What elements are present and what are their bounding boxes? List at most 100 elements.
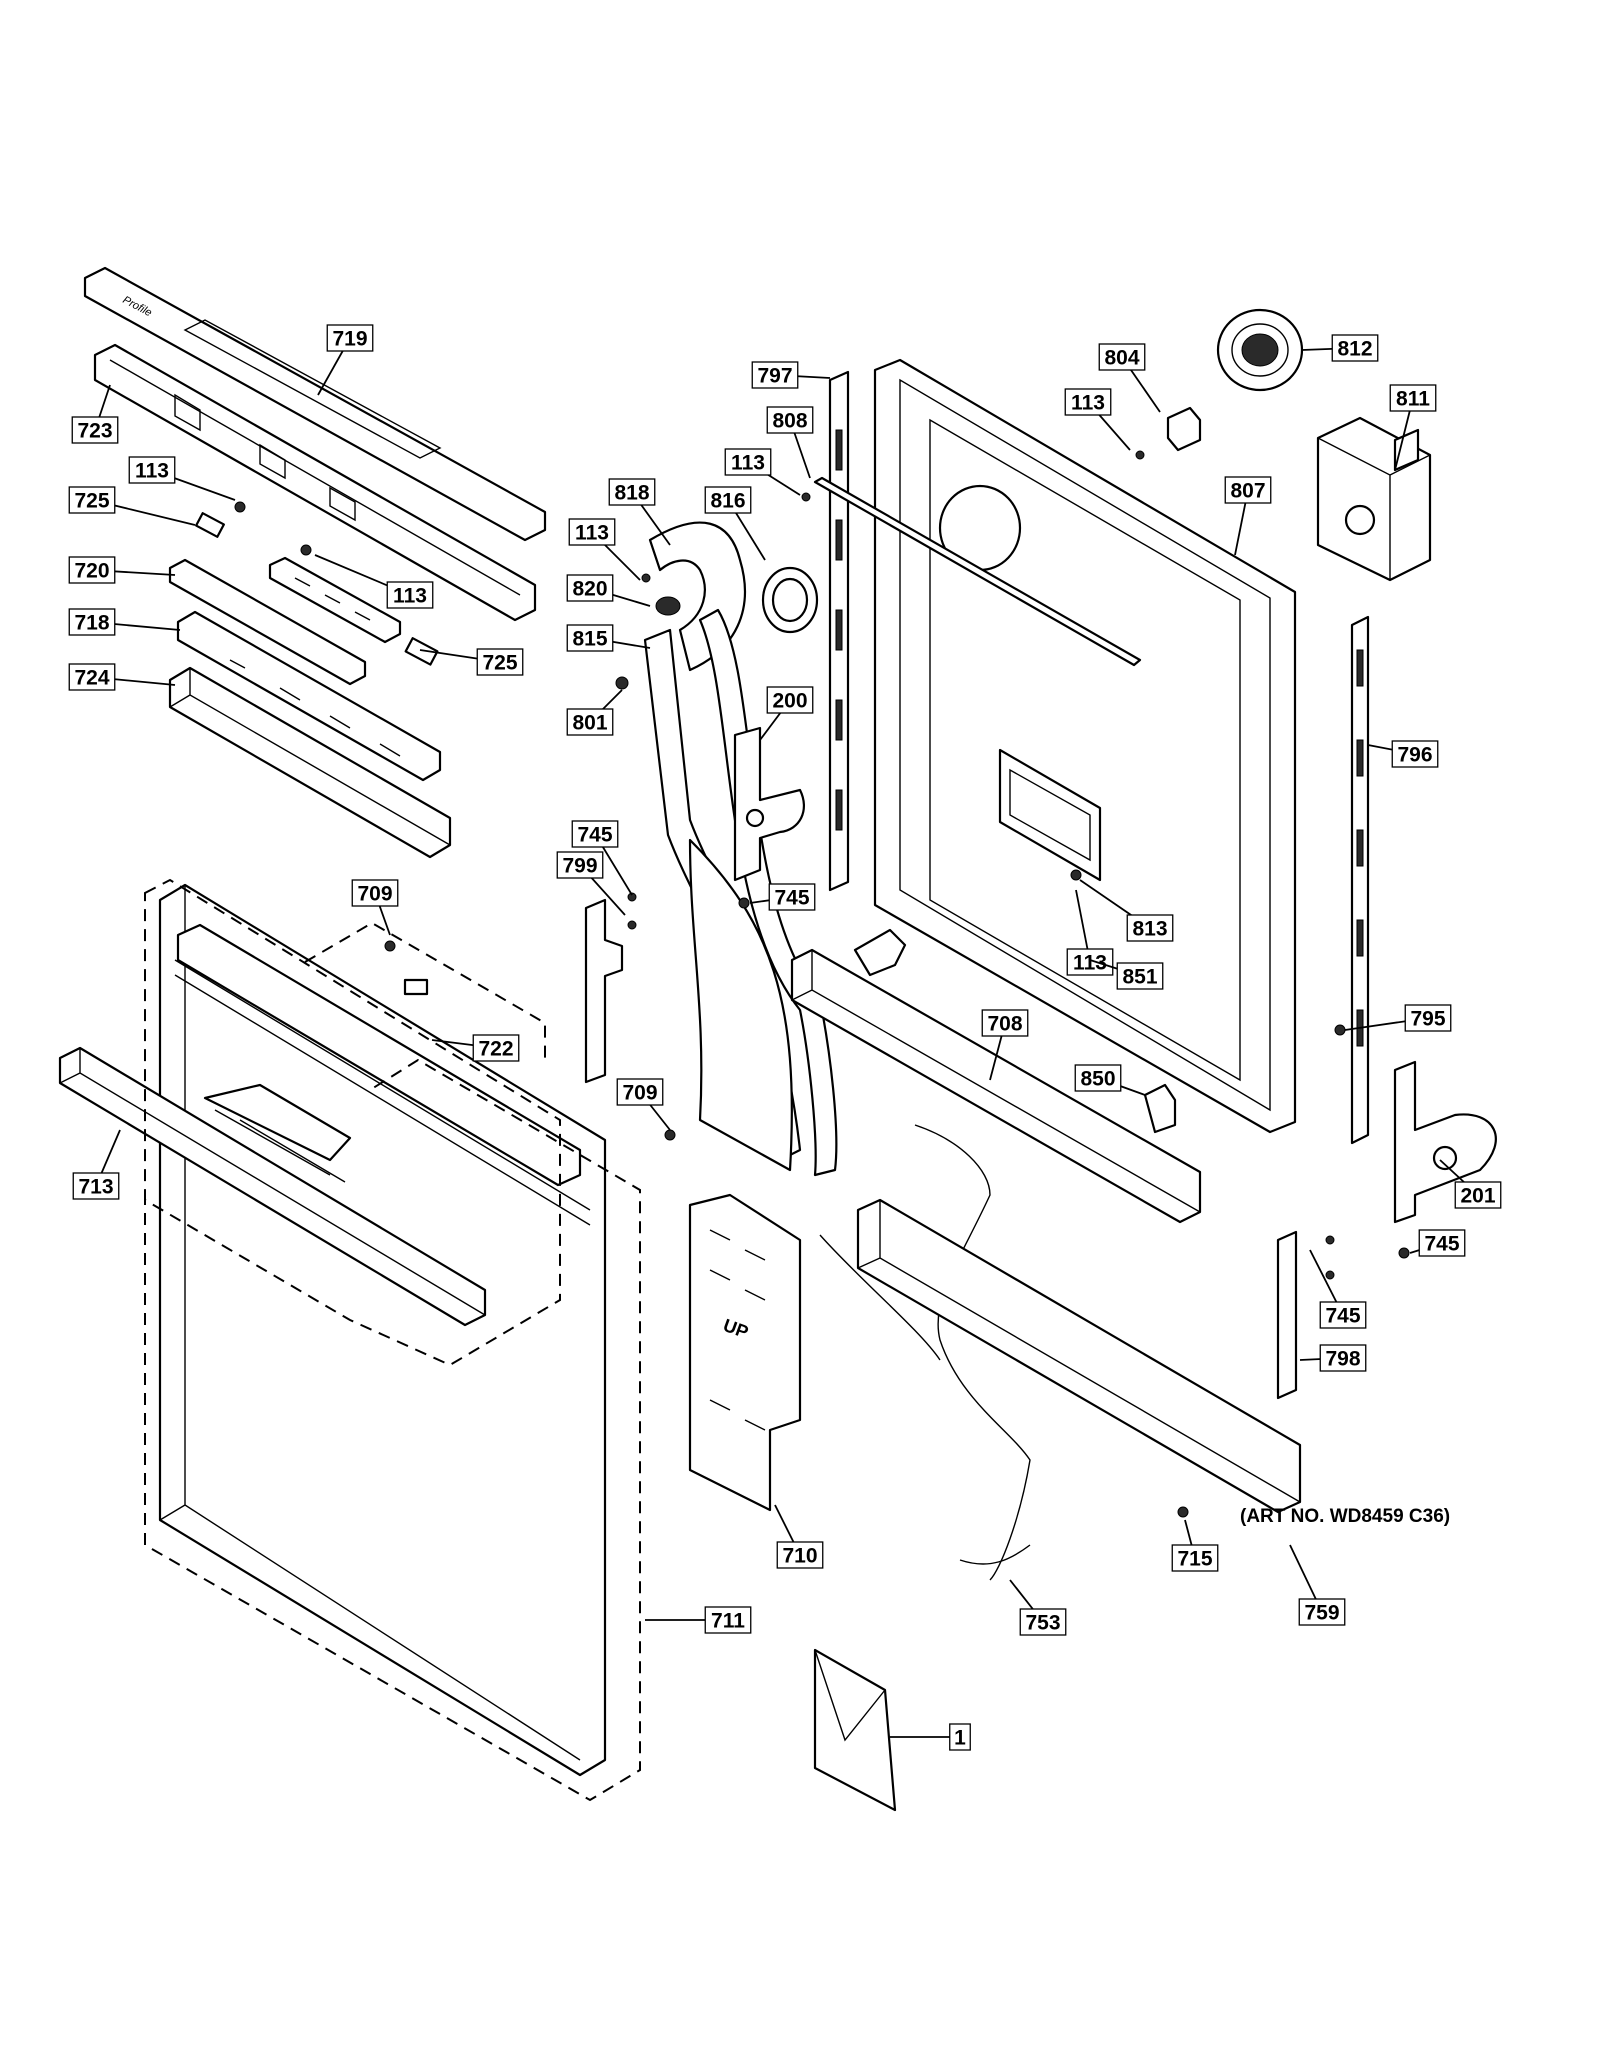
callout-number: 813 <box>1132 918 1167 941</box>
callout-number: 807 <box>1230 480 1265 503</box>
callout-box <box>751 361 799 389</box>
callout-number: 745 <box>1424 1233 1459 1256</box>
callout-box <box>1126 914 1174 942</box>
callout-number: 709 <box>622 1082 657 1105</box>
right-hinge <box>1393 1060 1497 1224</box>
part-callout-113: 113 <box>386 581 434 609</box>
callout-box <box>1391 740 1439 768</box>
callout-box <box>568 518 616 546</box>
door-latch <box>1135 406 1202 460</box>
callout-box <box>1389 384 1437 412</box>
callout-box <box>1319 1301 1367 1329</box>
callout-number: 812 <box>1337 338 1372 361</box>
callout-number: 113 <box>135 460 169 483</box>
callout-number: 796 <box>1397 744 1432 767</box>
callout-box <box>476 648 524 676</box>
callout-box <box>566 574 614 602</box>
part-callout-745: 745 <box>571 820 619 848</box>
callout-box <box>1116 962 1164 990</box>
rail-bracket-right <box>1143 1083 1177 1134</box>
callout-box <box>68 663 116 691</box>
callout-box <box>704 1606 752 1634</box>
part-callout-722: 722 <box>472 1034 520 1062</box>
callout-box <box>71 416 119 444</box>
part-callout-711: 711 <box>704 1606 752 1634</box>
part-callout-720: 720 <box>68 556 116 584</box>
part-callout-795: 795 <box>1404 1004 1452 1032</box>
callout-number: 711 <box>711 1610 745 1633</box>
part-callout-725: 725 <box>476 648 524 676</box>
callout-number: 808 <box>772 410 807 433</box>
part-callout-113: 113 <box>568 518 616 546</box>
callout-box <box>981 1009 1029 1037</box>
callout-number: 801 <box>572 712 607 735</box>
door-seal-strip-right <box>1350 615 1370 1145</box>
part-callout-718: 718 <box>68 608 116 636</box>
left-door-bracket <box>584 892 637 1084</box>
callout-number: 851 <box>1122 966 1157 989</box>
callout-number: 759 <box>1304 1602 1339 1625</box>
door-assembly-outline-lower <box>144 1058 641 1802</box>
door-screw-b <box>664 1129 676 1141</box>
keypad-buttons <box>195 512 439 666</box>
callout-number: 816 <box>710 490 745 513</box>
callout-box <box>386 581 434 609</box>
callout-box <box>326 324 374 352</box>
part-callout-808: 808 <box>766 406 814 434</box>
callout-number: 724 <box>74 667 109 690</box>
callout-number: 795 <box>1410 1008 1445 1031</box>
part-callout-797: 797 <box>751 361 799 389</box>
part-callout-818: 818 <box>608 478 656 506</box>
door-seal-strip-left <box>828 370 850 892</box>
door-wiring-rod <box>813 476 1142 667</box>
insulation-pouch: UP <box>688 1193 802 1512</box>
callout-box <box>766 686 814 714</box>
control-panel-frame <box>93 343 537 622</box>
callout-number: 745 <box>774 887 809 910</box>
panel-screws <box>234 501 312 556</box>
part-callout-113: 113 <box>1066 948 1114 976</box>
callout-box <box>68 486 116 514</box>
vent-duct-assembly <box>615 492 838 1177</box>
art-number-label: (ART NO. WD8459 C36) <box>1240 1506 1451 1527</box>
callout-number: 722 <box>478 1038 513 1061</box>
callout-number: 710 <box>782 1545 817 1568</box>
part-callout-745: 745 <box>1319 1301 1367 1329</box>
part-callout-710: 710 <box>776 1541 824 1569</box>
callout-number: 745 <box>577 824 612 847</box>
callout-number: 798 <box>1325 1348 1360 1371</box>
literature-envelope <box>813 1648 897 1812</box>
callout-box <box>949 1723 971 1751</box>
part-callout-816: 816 <box>704 486 752 514</box>
callout-number: 719 <box>332 328 367 351</box>
part-callout-113: 113 <box>1064 388 1112 416</box>
rail-bracket-upper <box>853 928 907 977</box>
callout-number: 713 <box>78 1176 113 1199</box>
callout-box <box>1454 1181 1502 1209</box>
callout-box <box>1319 1344 1367 1372</box>
callout-box <box>556 851 604 879</box>
callout-number: 113 <box>1073 952 1107 975</box>
part-callout-820: 820 <box>566 574 614 602</box>
part-callout-708: 708 <box>981 1009 1029 1037</box>
part-callout-724: 724 <box>68 663 116 691</box>
user-interface-board <box>168 556 402 686</box>
part-callout-798: 798 <box>1319 1344 1367 1372</box>
callout-box <box>724 448 772 476</box>
callout-box <box>351 879 399 907</box>
callout-number: 200 <box>772 690 807 713</box>
callout-number: 818 <box>614 482 649 505</box>
part-callout-745: 745 <box>1418 1229 1466 1257</box>
callout-box <box>1404 1004 1452 1032</box>
part-callout-812: 812 <box>1331 334 1379 362</box>
callout-box <box>566 708 614 736</box>
callout-number: 113 <box>575 522 609 545</box>
part-callout-113: 113 <box>724 448 772 476</box>
toe-kick-screw <box>1177 1506 1189 1518</box>
callout-box <box>766 406 814 434</box>
callout-box <box>571 820 619 848</box>
callout-box <box>608 478 656 506</box>
callout-box <box>1066 948 1114 976</box>
callout-box <box>128 456 176 484</box>
callout-number: 715 <box>1177 1548 1212 1571</box>
